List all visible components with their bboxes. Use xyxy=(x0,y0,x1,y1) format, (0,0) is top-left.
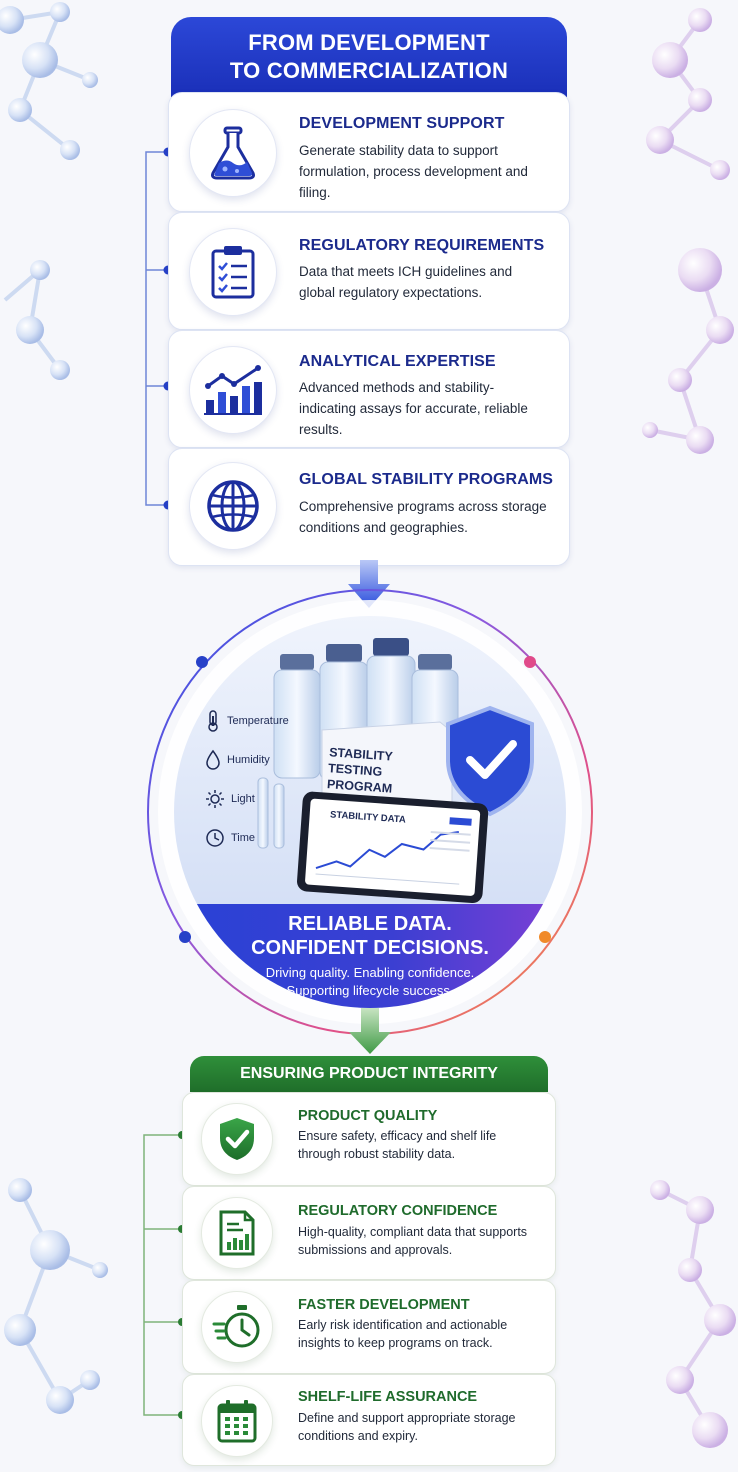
clipboard-checklist-icon xyxy=(189,228,277,316)
condition-light: Light xyxy=(205,789,255,809)
flask-icon xyxy=(189,109,277,197)
calendar-icon xyxy=(201,1385,273,1457)
stage-card-development-support: DEVELOPMENT SUPPORT Generate stability d… xyxy=(168,92,570,212)
section-header-integrity: ENSURING PRODUCT INTEGRITY xyxy=(190,1056,548,1092)
condition-temperature: Temperature xyxy=(205,710,289,732)
hub-subtitle-line-1: Driving quality. Enabling confidence. xyxy=(265,965,475,980)
condition-humidity: Humidity xyxy=(205,749,270,771)
ring-dot xyxy=(524,656,536,668)
stage-description: Generate stability data to support formu… xyxy=(299,143,528,200)
integrity-title: SHELF-LIFE ASSURANCE xyxy=(298,1389,478,1405)
stage-title: DEVELOPMENT SUPPORT xyxy=(299,115,505,132)
document-chart-icon xyxy=(201,1197,273,1269)
integrity-card-regulatory-confidence: REGULATORY CONFIDENCE High-quality, comp… xyxy=(182,1186,556,1280)
stopwatch-icon xyxy=(201,1291,273,1363)
integrity-description: Early risk identification and actionable… xyxy=(298,1318,508,1350)
ring-dot xyxy=(539,931,551,943)
condition-label: Light xyxy=(231,793,255,805)
sun-icon xyxy=(206,790,224,808)
stage-description: Data that meets ICH guidelines and globa… xyxy=(299,264,513,300)
condition-time: Time xyxy=(205,828,255,848)
globe-icon xyxy=(189,462,277,550)
bar-chart-trend-icon xyxy=(189,346,277,434)
hub-title-line-2: CONFIDENT DECISIONS. xyxy=(251,937,489,959)
thermometer-icon xyxy=(208,710,218,732)
stage-description: Comprehensive programs across storage co… xyxy=(299,499,547,535)
condition-label: Humidity xyxy=(227,754,270,766)
stage-description: Advanced methods and stability-indicatin… xyxy=(299,380,528,437)
stage-card-analytical-expertise: ANALYTICAL EXPERTISE Advanced methods an… xyxy=(168,330,570,448)
stage-card-global-stability-programs: GLOBAL STABILITY PROGRAMS Comprehensive … xyxy=(168,448,570,566)
water-drop-icon xyxy=(206,749,220,770)
integrity-title: FASTER DEVELOPMENT xyxy=(298,1297,470,1313)
shield-check-icon xyxy=(201,1103,273,1175)
integrity-description: High-quality, compliant data that suppor… xyxy=(298,1225,528,1257)
integrity-description: Define and support appropriate storage c… xyxy=(298,1411,516,1443)
down-arrow-icon xyxy=(348,560,390,608)
integrity-card-product-quality: PRODUCT QUALITY Ensure safety, efficacy … xyxy=(182,1092,556,1186)
stage-card-regulatory-requirements: REGULATORY REQUIREMENTS Data that meets … xyxy=(168,212,570,330)
hub-subtitle-line-2: Supporting lifecycle success. xyxy=(286,983,454,998)
shield-check-hub-icon xyxy=(446,705,534,817)
integrity-card-faster-development: FASTER DEVELOPMENT Early risk identifica… xyxy=(182,1280,556,1374)
stability-box-label: STABILITY TESTING PROGRAM xyxy=(326,745,394,796)
ring-dot xyxy=(196,656,208,668)
section-header-development: FROM DEVELOPMENT TO COMMERCIALIZATION xyxy=(171,17,567,97)
integrity-description: Ensure safety, efficacy and shelf life t… xyxy=(298,1129,497,1161)
integrity-title: PRODUCT QUALITY xyxy=(298,1108,438,1124)
clock-icon xyxy=(206,829,224,847)
down-arrow-green-icon xyxy=(349,1008,391,1054)
condition-label: Time xyxy=(231,832,256,844)
stage-title: REGULATORY REQUIREMENTS xyxy=(299,237,545,254)
stage-title: GLOBAL STABILITY PROGRAMS xyxy=(299,471,554,488)
stage-title: ANALYTICAL EXPERTISE xyxy=(299,353,496,370)
integrity-title: REGULATORY CONFIDENCE xyxy=(298,1203,498,1219)
ring-dot xyxy=(179,931,191,943)
header-line-2: TO COMMERCIALIZATION xyxy=(229,58,509,83)
hub-title-line-1: RELIABLE DATA. xyxy=(288,913,452,935)
header-line-1: FROM DEVELOPMENT xyxy=(248,30,490,55)
integrity-card-shelf-life-assurance: SHELF-LIFE ASSURANCE Define and support … xyxy=(182,1374,556,1466)
condition-label: Temperature xyxy=(227,715,289,727)
stability-hub-circle xyxy=(147,589,593,1035)
